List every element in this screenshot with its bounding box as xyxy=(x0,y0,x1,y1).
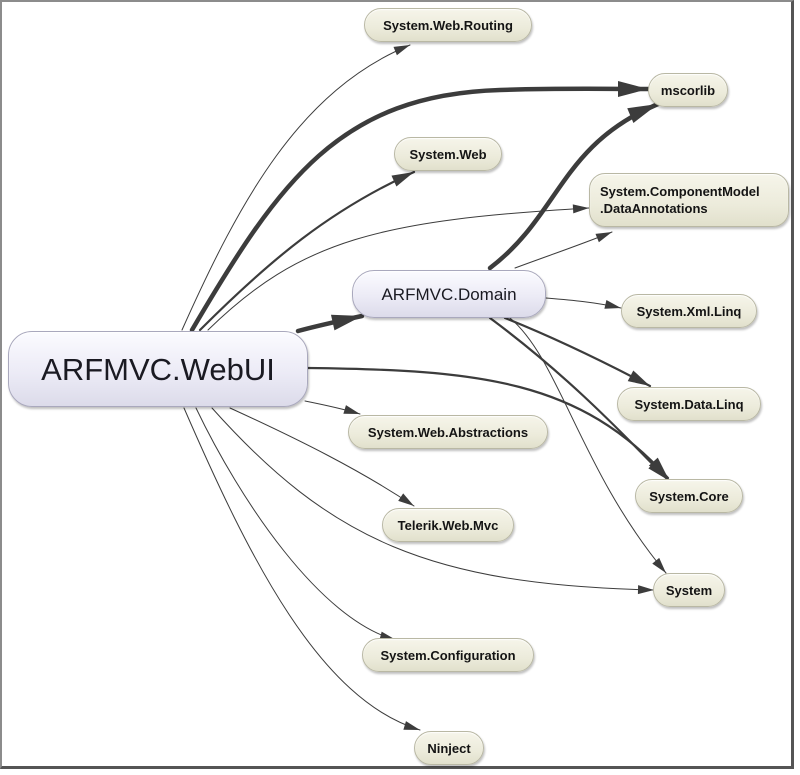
arrowhead-webui-to-abstractions xyxy=(343,405,360,414)
arrowhead-webui-to-system xyxy=(637,585,654,595)
arrowhead-domain-to-system xyxy=(652,557,666,573)
node-label: ARFMVC.WebUI xyxy=(41,351,275,387)
node-label-line1: System.ComponentModel xyxy=(600,184,760,199)
node-system-data-linq[interactable]: System.Data.Linq xyxy=(617,387,761,421)
arrowhead-webui-to-domain xyxy=(330,314,362,331)
arrowhead-domain-to-mscorlib xyxy=(627,104,658,123)
node-label: System.Web xyxy=(409,146,487,162)
node-system-web-abstractions[interactable]: System.Web.Abstractions xyxy=(348,415,548,449)
arrowhead-webui-to-dataann xyxy=(572,204,589,214)
node-system-configuration[interactable]: System.Configuration xyxy=(362,638,534,672)
node-label: Ninject xyxy=(427,740,471,756)
edge-webui-to-telerik xyxy=(229,407,415,507)
edge-domain-to-mscorlib xyxy=(487,101,661,271)
edge-webui-to-sysweb xyxy=(198,170,416,332)
edge-domain-to-core xyxy=(488,316,670,482)
node-arfmvc-domain[interactable]: ARFMVC.Domain xyxy=(352,270,546,318)
node-label: System xyxy=(665,582,713,598)
node-label: mscorlib xyxy=(660,82,716,98)
node-system-web-routing[interactable]: System.Web.Routing xyxy=(364,8,532,42)
node-ninject[interactable]: Ninject xyxy=(414,731,484,765)
edge-webui-to-ninject xyxy=(183,407,421,731)
node-system[interactable]: System xyxy=(653,573,725,607)
node-label: ARFMVC.Domain xyxy=(381,284,517,304)
node-system-xml-linq[interactable]: System.Xml.Linq xyxy=(621,294,757,328)
edge-domain-to-datalinq xyxy=(503,316,652,388)
edge-webui-to-mscorlib xyxy=(189,86,651,333)
node-label: System.ComponentModel .DataAnnotations xyxy=(600,183,760,217)
edge-domain-to-system xyxy=(509,317,667,574)
arrowhead-webui-to-telerik xyxy=(398,493,414,506)
node-label: Telerik.Web.Mvc xyxy=(397,517,499,533)
node-system-componentmodel-dataannotations[interactable]: System.ComponentModel .DataAnnotations xyxy=(589,173,789,227)
node-label: System.Configuration xyxy=(380,647,516,663)
arrowhead-webui-to-routing xyxy=(393,45,410,56)
node-label: System.Core xyxy=(649,488,729,504)
node-system-web[interactable]: System.Web xyxy=(394,137,502,171)
arrowhead-webui-to-mscorlib xyxy=(618,81,648,97)
arrowhead-domain-to-datalinq xyxy=(627,370,650,386)
node-arfmvc-webui[interactable]: ARFMVC.WebUI xyxy=(8,331,308,407)
arrowhead-domain-to-xmllinq xyxy=(604,300,621,309)
arrowhead-webui-to-ninject xyxy=(403,721,420,730)
arrowhead-domain-to-dataann xyxy=(595,232,612,243)
edge-webui-to-routing xyxy=(181,44,411,331)
edge-webui-to-dataann xyxy=(207,207,590,331)
node-label: System.Web.Abstractions xyxy=(367,424,529,440)
node-label-line2: .DataAnnotations xyxy=(600,201,708,216)
edge-webui-to-config xyxy=(195,407,397,641)
node-system-core[interactable]: System.Core xyxy=(635,479,743,513)
node-label: System.Data.Linq xyxy=(634,396,744,412)
edge-webui-to-system xyxy=(211,407,655,591)
node-label: System.Web.Routing xyxy=(383,17,513,33)
node-mscorlib[interactable]: mscorlib xyxy=(648,73,728,107)
node-label: System.Xml.Linq xyxy=(636,303,742,319)
arrowhead-domain-to-core xyxy=(648,460,668,480)
node-telerik-web-mvc[interactable]: Telerik.Web.Mvc xyxy=(382,508,514,542)
arrowhead-webui-to-sysweb xyxy=(391,172,414,187)
